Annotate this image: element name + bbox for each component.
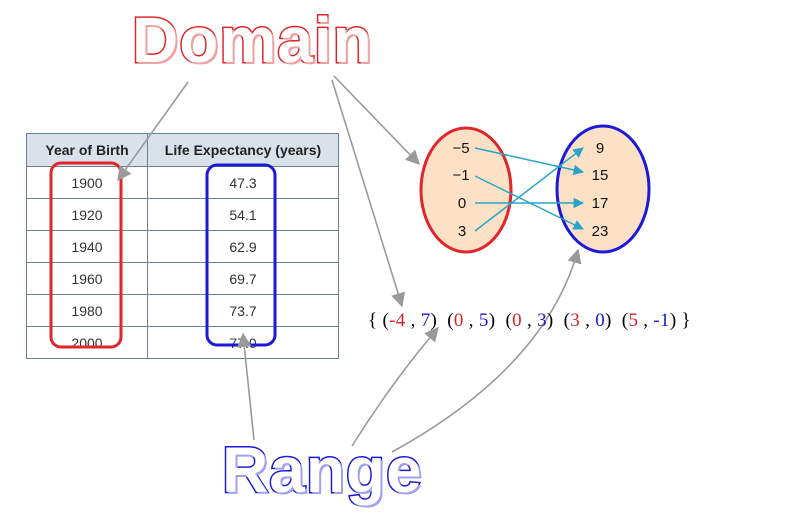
ordered-pairs-set: { (-4 , 7) (0 , 5) (0 , 3) (3 , 0) (5 , … — [368, 310, 691, 332]
range-value: 15 — [592, 167, 609, 184]
domain-value: 3 — [458, 223, 466, 240]
range-pointer-arrow — [391, 248, 582, 453]
set-open-brace: { — [368, 310, 383, 331]
domain-pointer-arrow — [333, 75, 421, 166]
mapping-arrow — [474, 147, 585, 176]
life-expectancy-cell: 54.1 — [147, 198, 339, 231]
column-header-year: Year of Birth — [26, 133, 148, 167]
domain-pointer-arrow — [331, 79, 406, 308]
pair-y: 0 — [595, 310, 606, 331]
range-highlight-box — [205, 163, 277, 347]
domain-highlight-box — [49, 161, 123, 349]
range-value: 23 — [592, 223, 609, 240]
pair-x: 3 — [570, 310, 581, 331]
range-value: 17 — [592, 195, 609, 212]
year-cell: 1940 — [26, 230, 148, 263]
pair-y: 3 — [537, 310, 547, 331]
pair-x: 0 — [453, 310, 464, 331]
year-cell: 1980 — [26, 294, 148, 327]
range-pointer-arrow — [351, 326, 439, 447]
domain-title: Domain — [131, 4, 374, 76]
life-expectancy-cell: 69.7 — [147, 262, 339, 295]
ordered-pair: (0 , 3) — [505, 310, 554, 331]
domain-value: −5 — [452, 140, 469, 157]
pair-y: -1 — [653, 310, 670, 331]
table-header-row: Year of Birth Life Expectancy (years) — [26, 133, 339, 167]
mapping-arrow — [474, 147, 584, 232]
range-value: 9 — [596, 140, 604, 157]
ordered-pair: (5 , -1) — [621, 310, 677, 331]
pair-y: 5 — [478, 310, 489, 331]
pair-y: 7 — [420, 310, 431, 331]
pair-x: 5 — [628, 310, 639, 331]
life-expectancy-table: Year of Birth Life Expectancy (years) 19… — [26, 133, 339, 359]
ordered-pair: (-4 , 7) — [382, 310, 438, 331]
range-pointer-arrow — [237, 332, 255, 441]
year-cell: 1920 — [26, 198, 148, 231]
domain-pointer-arrow — [117, 81, 189, 182]
pair-x: -4 — [389, 310, 406, 331]
year-cell: 1960 — [26, 262, 148, 295]
domain-value: −1 — [452, 167, 469, 184]
pair-x: 0 — [512, 310, 522, 331]
ordered-pair: (0 , 5) — [447, 310, 496, 331]
life-expectancy-cell: 73.7 — [147, 294, 339, 327]
life-expectancy-cell: 62.9 — [147, 230, 339, 263]
domain-value: 0 — [458, 195, 466, 212]
life-expectancy-cell: 47.3 — [147, 166, 339, 199]
set-close-brace: } — [681, 310, 691, 331]
column-header-life-expectancy: Life Expectancy (years) — [147, 133, 339, 167]
ordered-pair: (3 , 0) — [563, 310, 612, 331]
range-title: Range — [221, 434, 424, 506]
